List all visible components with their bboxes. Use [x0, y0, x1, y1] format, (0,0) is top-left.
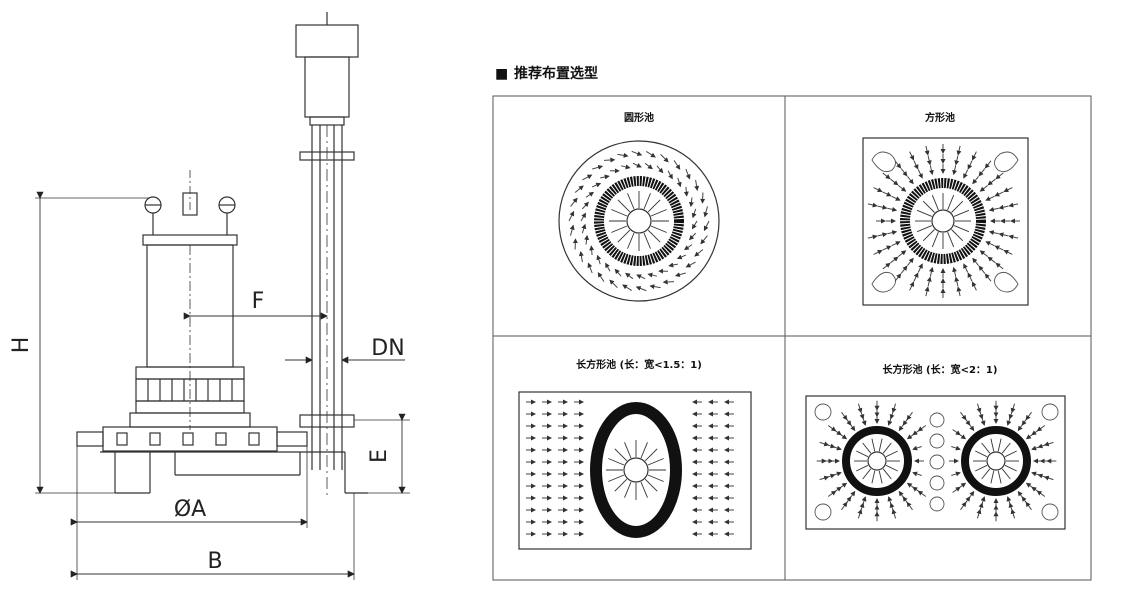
- dim-label-e: E: [367, 449, 392, 463]
- tank-rect-2: [805, 395, 1066, 530]
- dim-label-dn: DN: [371, 336, 404, 361]
- cable-gland: [182, 192, 198, 216]
- dim-label-f: F: [252, 289, 265, 314]
- panel-title-square: 方形池: [925, 111, 955, 124]
- middle-eddies: [814, 403, 1059, 521]
- tank-rect-1-5: [518, 391, 752, 550]
- mixer-drawing: [35, 12, 410, 580]
- impeller-housing: [102, 426, 278, 452]
- tank-square: [862, 137, 1029, 306]
- tank-circular: [558, 140, 720, 302]
- dim-label-a: ØA: [174, 497, 206, 522]
- corner-eddies: [871, 151, 1019, 293]
- panel-title-rect-1-5: 长方形池 (长：宽<1.5：1): [576, 358, 702, 371]
- layout-grid: [492, 95, 1092, 581]
- motor-housing: [304, 56, 350, 118]
- motor-top-box: [295, 24, 359, 58]
- dim-label-h: H: [9, 337, 34, 354]
- section-marker: ■: [495, 66, 508, 82]
- top-cover: [142, 234, 238, 246]
- panel-title-circular: 圆形池: [624, 111, 654, 124]
- panel-title-rect-2: 长方形池 (长：宽<2：1): [883, 363, 998, 376]
- section-heading: 推荐布置选型: [514, 65, 598, 82]
- dim-label-b: B: [207, 549, 222, 574]
